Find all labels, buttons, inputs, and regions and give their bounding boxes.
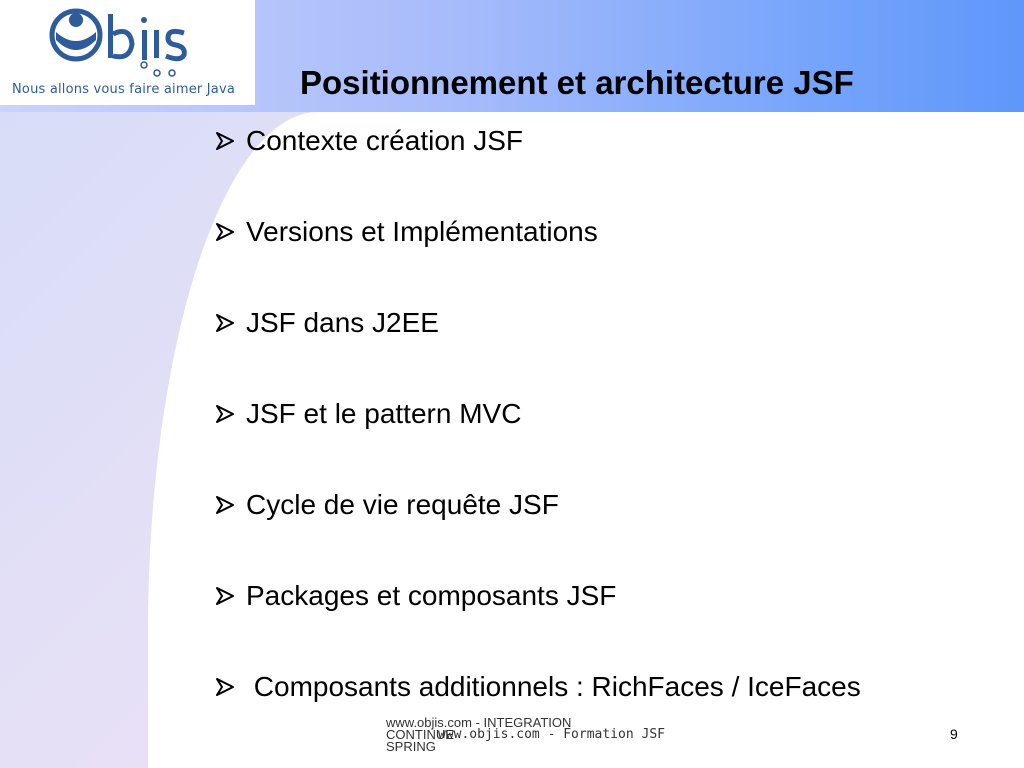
bullet-label: Contexte création JSF [246, 125, 524, 156]
arrow-bullet-icon [216, 587, 234, 605]
footer-line: www.objis.com - INTEGRATION [386, 715, 572, 730]
bullet-label: Composants additionnels : RichFaces / Ic… [246, 671, 861, 702]
bullet-label: Cycle de vie requête JSF [246, 489, 559, 520]
bullet-label: JSF dans J2EE [246, 307, 439, 338]
bullet-item: Contexte création JSF [214, 125, 523, 157]
arrow-bullet-icon [216, 132, 234, 150]
footer-line: SPRING [386, 739, 436, 754]
arrow-bullet-icon [216, 314, 234, 332]
slide-title: Positionnement et architecture JSF [300, 64, 854, 101]
logo-tagline: Nous allons vous faire aimer Java [12, 82, 236, 97]
bullet-item: Composants additionnels : RichFaces / Ic… [214, 671, 861, 703]
bullet-item: Versions et Implémentations [214, 216, 598, 248]
objis-logo-icon [49, 8, 187, 77]
arrow-bullet-icon [216, 496, 234, 514]
content-panel [148, 112, 1024, 768]
arrow-bullet-icon [216, 223, 234, 241]
footer-line: CONTINUE [386, 727, 454, 742]
bullet-label: Versions et Implémentations [246, 216, 598, 247]
arrow-bullet-icon [216, 678, 234, 696]
bullet-item: JSF dans J2EE [214, 307, 439, 339]
page-number: 9 [950, 726, 958, 742]
bullet-item: JSF et le pattern MVC [214, 398, 521, 430]
arrow-bullet-icon [216, 405, 234, 423]
footer-overlay: www.objis.com - Formation JSF [438, 727, 665, 742]
bullet-label: JSF et le pattern MVC [246, 398, 522, 429]
objis-logo: Nous allons vous faire aimer Java [0, 0, 255, 105]
bullet-item: Packages et composants JSF [214, 580, 616, 612]
bullet-label: Packages et composants JSF [246, 580, 617, 611]
footer-text: www.objis.com - INTEGRATION CONTINUE SPR… [386, 716, 746, 756]
bullet-item: Cycle de vie requête JSF [214, 489, 559, 521]
